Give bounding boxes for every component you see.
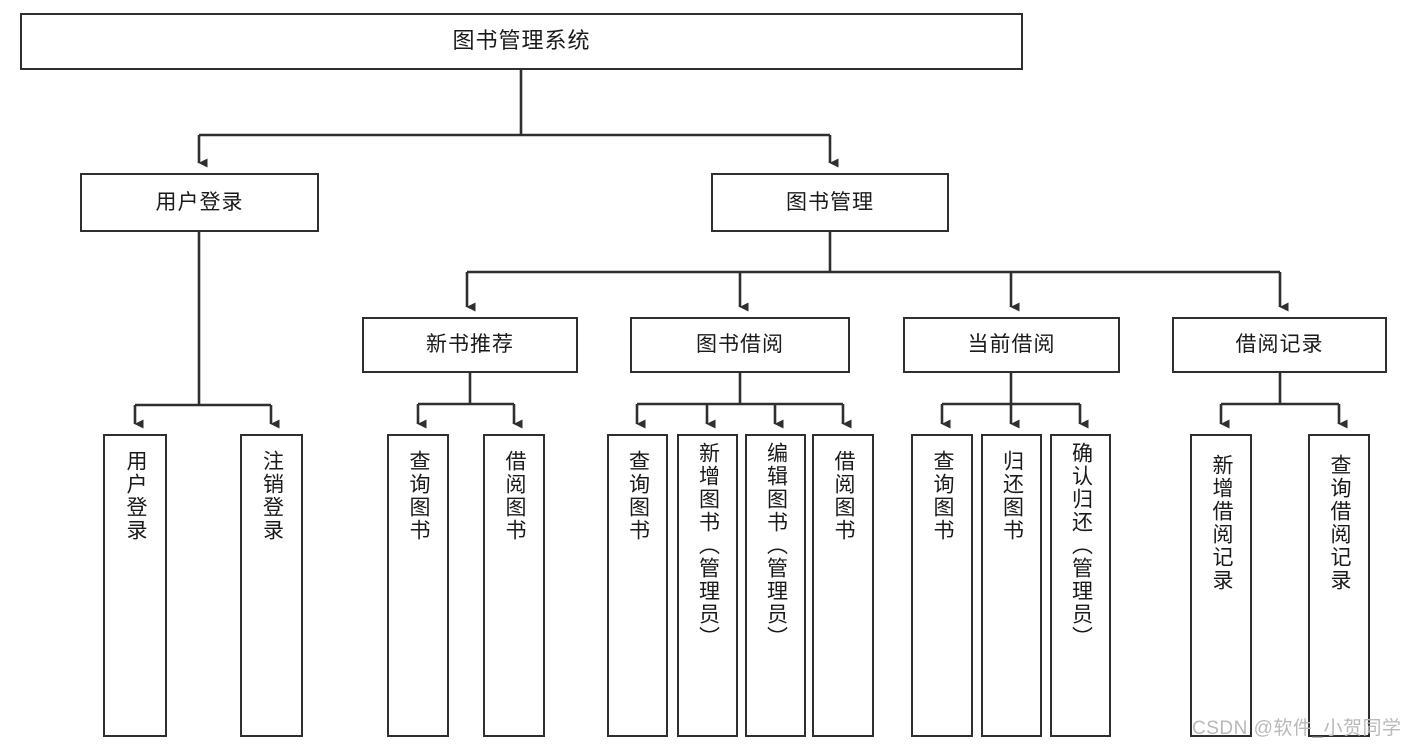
node-borrowing-record[interactable]: 借阅记录: [1172, 317, 1387, 373]
leaf-query-borrow-record[interactable]: 查询借阅记录: [1308, 434, 1370, 737]
node-label: 借阅图书: [832, 450, 856, 542]
leaf-add-borrow-record[interactable]: 新增借阅记录: [1190, 434, 1252, 737]
node-label: 用户登录: [155, 190, 244, 214]
leaf-confirm-return-admin[interactable]: 确认归还（管理员）: [1050, 434, 1111, 737]
node-label: 归还图书: [1000, 450, 1024, 542]
leaf-logout[interactable]: 注销登录: [240, 434, 303, 737]
node-label: 图书借阅: [696, 333, 784, 357]
node-label: 查询图书: [931, 450, 955, 542]
node-label: 新增借阅记录: [1210, 454, 1234, 592]
node-label: 新书推荐: [426, 333, 514, 357]
node-label: 当前借阅: [967, 333, 1056, 357]
node-label: 借阅图书: [503, 450, 527, 542]
node-new-book-recommendation[interactable]: 新书推荐: [362, 317, 578, 373]
node-label: 注销登录: [260, 450, 284, 542]
node-label: 用户登录: [124, 450, 148, 542]
leaf-return-book[interactable]: 归还图书: [981, 434, 1042, 737]
node-label: 确认归还（管理员）: [1069, 442, 1093, 649]
node-label: 编辑图书（管理员）: [764, 442, 788, 649]
node-label: 新增图书（管理员）: [696, 442, 720, 649]
node-label: 查询图书: [626, 450, 650, 542]
leaf-query-book-3[interactable]: 查询图书: [911, 434, 973, 737]
node-label: 查询图书: [407, 450, 431, 542]
node-label: 查询借阅记录: [1328, 454, 1352, 592]
node-root-system[interactable]: 图书管理系统: [20, 13, 1023, 70]
leaf-edit-book-admin[interactable]: 编辑图书（管理员）: [745, 434, 806, 737]
node-current-borrowing[interactable]: 当前借阅: [903, 317, 1120, 373]
node-label: 借阅记录: [1235, 333, 1324, 357]
leaf-add-book-admin[interactable]: 新增图书（管理员）: [677, 434, 738, 737]
leaf-query-book-1[interactable]: 查询图书: [387, 434, 449, 737]
node-label: 图书管理: [786, 190, 874, 214]
node-book-borrowing[interactable]: 图书借阅: [630, 317, 850, 373]
node-user-login[interactable]: 用户登录: [80, 173, 319, 232]
watermark-csdn: CSDN @软件_小贺同学: [1192, 718, 1402, 739]
node-label: 图书管理系统: [452, 28, 591, 54]
node-book-management[interactable]: 图书管理: [711, 173, 949, 232]
leaf-user-login[interactable]: 用户登录: [103, 434, 167, 737]
leaf-borrow-book-2[interactable]: 借阅图书: [812, 434, 874, 737]
leaf-query-book-2[interactable]: 查询图书: [607, 434, 668, 737]
leaf-borrow-book-1[interactable]: 借阅图书: [483, 434, 545, 737]
